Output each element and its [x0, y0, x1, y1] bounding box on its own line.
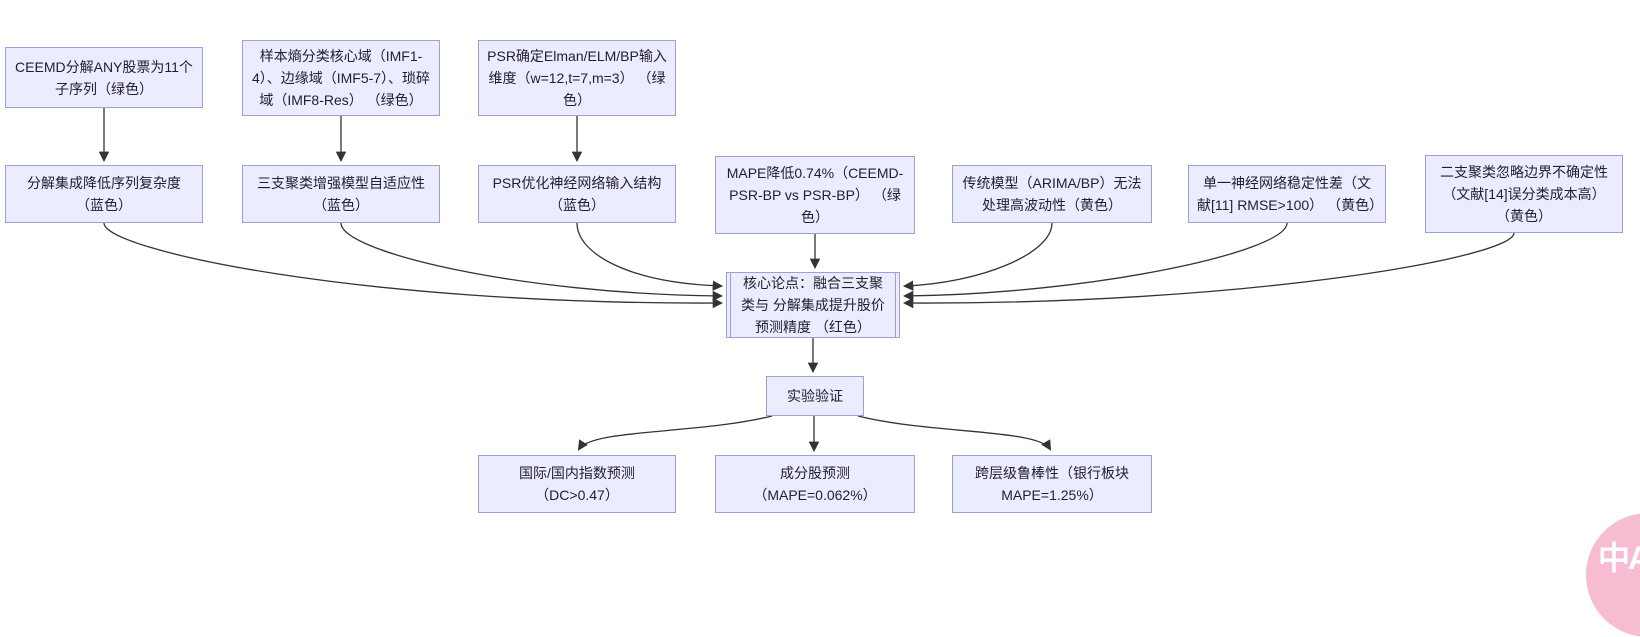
- node-label: 成分股预测 （MAPE=0.062%）: [753, 465, 877, 503]
- edge-b1-core: [103, 222, 724, 309]
- node-three-way-clustering-adaptivity: 三支聚类增强模型自适应性 （蓝色）: [242, 165, 440, 223]
- node-label: CEEMD分解ANY股票为11个 子序列（绿色）: [15, 58, 193, 97]
- edge-b6-core: [902, 222, 1288, 302]
- node-label: 分解集成降低序列复杂度 （蓝色）: [27, 175, 181, 213]
- node-psr-input-dimension: PSR确定Elman/ELM/BP输入 维度（w=12,t=7,m=3） （绿色…: [478, 40, 676, 116]
- node-two-way-clustering-limitation: 二支聚类忽略边界不确定性 （文献[14]误分类成本高） （黄色）: [1425, 155, 1623, 233]
- node-label: 样本熵分类核心域（IMF1-4）、边缘域（IMF5-7）、琐碎域（IMF8-Re…: [251, 48, 431, 108]
- node-experimental-validation: 实验验证: [766, 376, 864, 416]
- node-core-thesis: 核心论点：融合三支聚类与 分解集成提升股价预测精度 （红色）: [726, 272, 900, 338]
- edge-b5-core: [902, 222, 1053, 291]
- node-mape-reduction: MAPE降低0.74%（CEEMD-PSR-BP vs PSR-BP） （绿色）: [715, 156, 915, 234]
- translate-button[interactable]: 中A: [1586, 513, 1640, 637]
- edge-b7-core: [902, 232, 1515, 309]
- node-label: 传统模型（ARIMA/BP）无法 处理高波动性（黄色）: [962, 175, 1142, 213]
- edge-verify-c3: [857, 415, 1052, 451]
- node-label: 单一神经网络稳定性差（文献[11] RMSE>100） （黄色）: [1197, 175, 1384, 213]
- flowchart-canvas: CEEMD分解ANY股票为11个 子序列（绿色） 样本熵分类核心域（IMF1-4…: [5, 40, 1640, 637]
- node-ceemd-decomposition: CEEMD分解ANY股票为11个 子序列（绿色）: [5, 47, 203, 108]
- translate-icon: 中A: [1598, 540, 1640, 576]
- node-label: PSR确定Elman/ELM/BP输入 维度（w=12,t=7,m=3） （绿色…: [487, 48, 667, 108]
- node-label: 跨层级鲁棒性（银行板块 MAPE=1.25%）: [975, 465, 1129, 503]
- node-sample-entropy-classification: 样本熵分类核心域（IMF1-4）、边缘域（IMF5-7）、琐碎域（IMF8-Re…: [242, 40, 440, 116]
- node-decomposition-reduces-complexity: 分解集成降低序列复杂度 （蓝色）: [5, 165, 203, 223]
- node-label: 三支聚类增强模型自适应性 （蓝色）: [257, 175, 425, 213]
- node-index-prediction: 国际/国内指数预测 （DC>0.47）: [478, 455, 676, 513]
- node-label: PSR优化神经网络输入结构 （蓝色）: [492, 175, 662, 213]
- edge-b3-core: [576, 222, 724, 291]
- node-label: 核心论点：融合三支聚类与 分解集成提升股价预测精度 （红色）: [741, 275, 885, 335]
- node-psr-optimizes-input-structure: PSR优化神经网络输入结构 （蓝色）: [478, 165, 676, 223]
- node-constituent-stock-prediction: 成分股预测 （MAPE=0.062%）: [715, 455, 915, 513]
- node-label: 二支聚类忽略边界不确定性 （文献[14]误分类成本高） （黄色）: [1440, 164, 1608, 224]
- node-label: 实验验证: [787, 388, 843, 404]
- node-label: 国际/国内指数预测 （DC>0.47）: [519, 465, 635, 503]
- node-single-nn-instability: 单一神经网络稳定性差（文献[11] RMSE>100） （黄色）: [1188, 165, 1386, 223]
- edge-b2-core: [340, 222, 724, 302]
- node-cross-level-robustness: 跨层级鲁棒性（银行板块 MAPE=1.25%）: [952, 455, 1152, 513]
- edge-verify-c1: [577, 415, 773, 451]
- node-traditional-model-limitation: 传统模型（ARIMA/BP）无法 处理高波动性（黄色）: [952, 165, 1152, 223]
- node-label: MAPE降低0.74%（CEEMD-PSR-BP vs PSR-BP） （绿色）: [726, 165, 904, 225]
